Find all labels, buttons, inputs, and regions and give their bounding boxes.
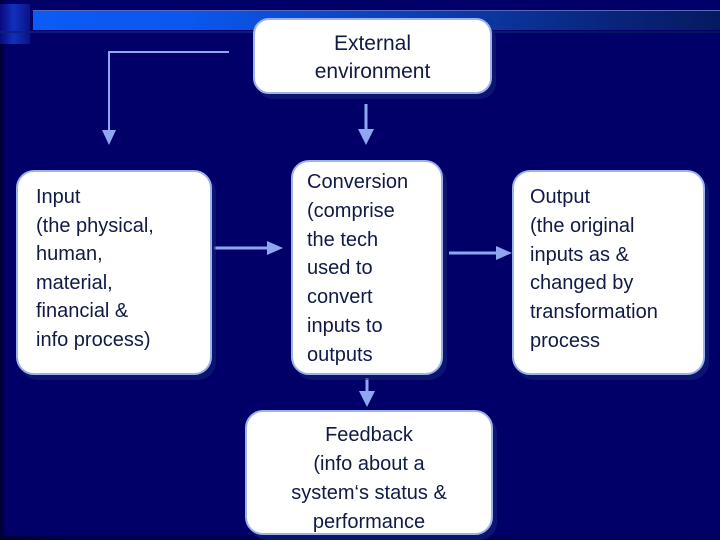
box-conversion-text: Conversion (comprise the tech used to co… — [307, 171, 409, 366]
box-output-text: Output (the original inputs as & changed… — [530, 186, 658, 352]
box-feedback[interactable]: Feedback (info about a system‘s status &… — [245, 410, 493, 535]
box-external-environment-text: External environment — [314, 32, 431, 83]
slide-bottom-edge — [0, 536, 720, 540]
box-output[interactable]: Output (the original inputs as & changed… — [512, 170, 705, 375]
box-conversion[interactable]: Conversion (comprise the tech used to co… — [291, 160, 443, 375]
title-bar-highlight — [33, 10, 720, 11]
slide-accent-block — [0, 4, 30, 44]
box-input-text: Input (the physical, human, material, fi… — [36, 186, 154, 351]
slide-left-edge-gradient — [0, 0, 6, 540]
box-feedback-text: Feedback (info about a system‘s status &… — [291, 424, 447, 533]
box-external-environment[interactable]: External environment — [253, 18, 492, 94]
box-input[interactable]: Input (the physical, human, material, fi… — [16, 170, 212, 375]
